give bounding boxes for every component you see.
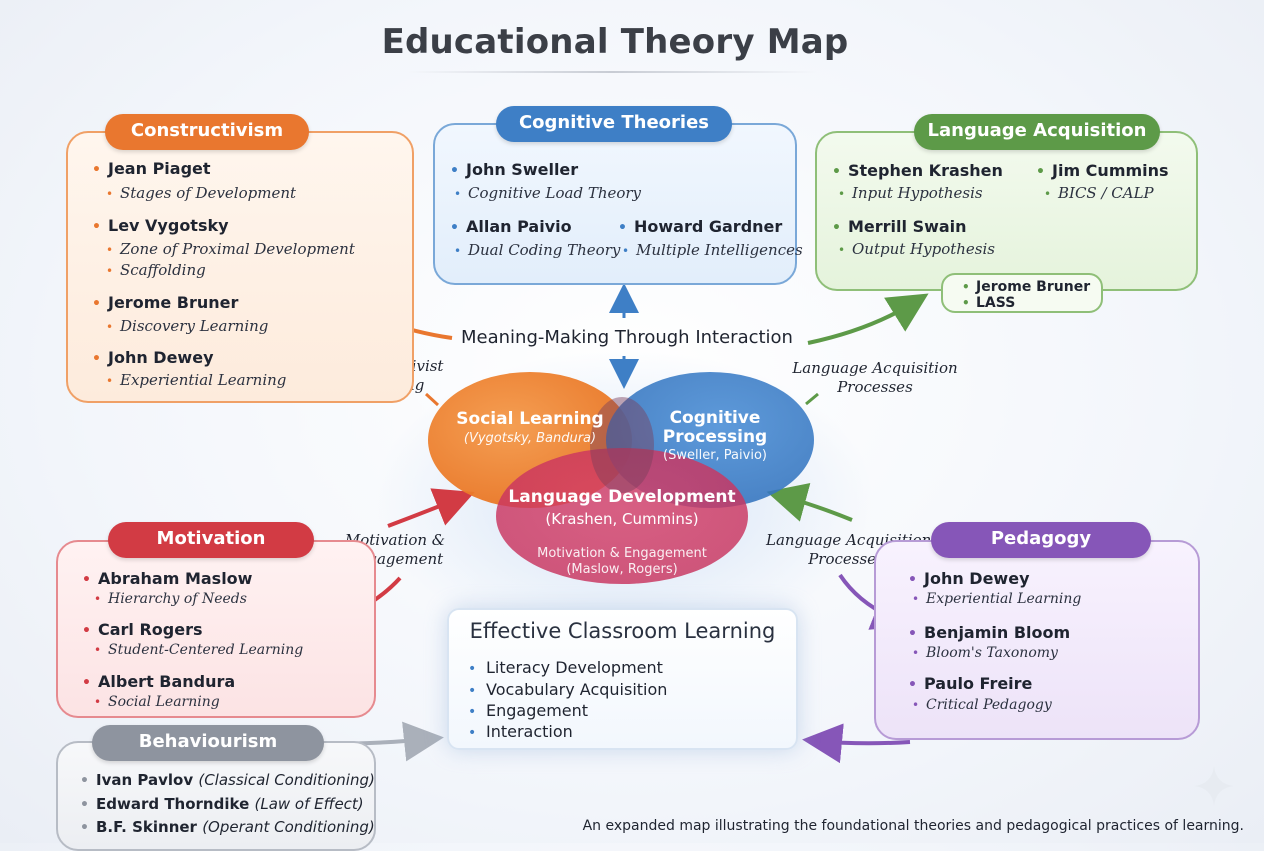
- venn-center-overlap: [590, 397, 654, 493]
- theory-item: •Hierarchy of Needs: [94, 591, 247, 607]
- constructivism-heading: Constructivism: [105, 114, 309, 150]
- theory-item: •BICS / CALP: [1044, 184, 1154, 202]
- outcome-item: •Interaction: [468, 722, 573, 741]
- theorist-name: •Jerome Bruner: [92, 293, 239, 312]
- theorist-name: •Merrill Swain: [832, 217, 967, 236]
- theory-item: •Student-Centered Learning: [94, 642, 304, 658]
- sparkle-icon: [1194, 766, 1234, 806]
- caption: An expanded map illustrating the foundat…: [582, 818, 1244, 834]
- arrow-pedagogy-to-classroom: [802, 723, 911, 764]
- theory-item: •Social Learning: [94, 694, 220, 710]
- theorist-name: •Lev Vygotsky: [92, 216, 229, 235]
- theory-item: •Zone of Proximal Development: [106, 240, 355, 258]
- theory-item: •Cognitive Load Theory: [454, 184, 642, 202]
- theory-item: •Discovery Learning: [106, 317, 269, 335]
- language-heading: Language Acquisition: [914, 114, 1160, 150]
- outcome-item: •Engagement: [468, 701, 589, 720]
- theorist-name: •Howard Gardner: [618, 217, 783, 236]
- theorist-name: •Benjamin Bloom: [908, 623, 1071, 642]
- label-lang-top-2: Processes: [837, 378, 913, 396]
- theory-item: •Output Hypothesis: [838, 240, 995, 258]
- arrow-to-language: [807, 293, 929, 345]
- effective-classroom-panel: [447, 608, 798, 750]
- pedagogy-panel: [874, 540, 1200, 740]
- theorist-entry: •Ivan Pavlov (Classical Conditioning): [80, 771, 375, 789]
- motivation-panel: [56, 540, 376, 718]
- venn-cognitive-title-1: Cognitive: [669, 408, 761, 428]
- theorist-name: •Carl Rogers: [82, 620, 203, 639]
- outcome-item: •Vocabulary Acquisition: [468, 680, 668, 699]
- venn-language-title: Language Development: [508, 487, 736, 507]
- theorist-name: •John Dewey: [908, 569, 1030, 588]
- theorist-name: •Jean Piaget: [92, 159, 211, 178]
- cognitive-panel: [433, 123, 797, 285]
- venn-cognitive-title-2: Processing: [662, 427, 768, 447]
- theorist-entry: •B.F. Skinner (Operant Conditioning): [80, 818, 375, 836]
- language-panel: [815, 131, 1198, 291]
- venn-language-sub: (Krashen, Cummins): [545, 510, 699, 528]
- constructivism-panel: [66, 131, 414, 403]
- theorist-name: •John Dewey: [92, 348, 214, 367]
- theory-item: •Stages of Development: [106, 184, 297, 202]
- label-motivation-1: Motivation &: [344, 531, 446, 549]
- theorist-name: •Albert Bandura: [82, 672, 236, 691]
- theory-item: •LASS: [962, 295, 1016, 311]
- theorist-name: •Allan Paivio: [450, 217, 572, 236]
- venn-cognitive-sub: (Sweller, Paivio): [663, 448, 767, 463]
- theory-item: •Dual Coding Theory: [454, 241, 621, 259]
- arrow-language-to-venn: [766, 483, 853, 522]
- theory-item: •Experiential Learning: [912, 591, 1082, 607]
- language-sub-panel: [941, 273, 1103, 313]
- theory-item: •Critical Pedagogy: [912, 697, 1052, 713]
- venn-social-sub: (Vygotsky, Bandura): [463, 431, 597, 446]
- theorist-name: •Paulo Freire: [908, 674, 1033, 693]
- theorist-name: •John Sweller: [450, 160, 579, 179]
- pedagogy-heading: Pedagogy: [931, 522, 1151, 558]
- cognitive-heading: Cognitive Theories: [496, 106, 732, 142]
- effective-classroom-heading: Effective Classroom Learning: [469, 619, 776, 643]
- outcome-item: •Literacy Development: [468, 658, 663, 677]
- theorist-name: •Jerome Bruner: [962, 279, 1091, 295]
- page-title: Educational Theory Map: [381, 22, 849, 62]
- center-label: Meaning-Making Through Interaction: [461, 327, 793, 348]
- theory-item: •Experiential Learning: [106, 371, 287, 389]
- theorist-name: •Jim Cummins: [1036, 161, 1169, 180]
- theory-item: •Scaffolding: [106, 261, 206, 279]
- venn-motivation-title: Motivation & Engagement: [537, 546, 707, 561]
- theorist-name: •Abraham Maslow: [82, 569, 253, 588]
- title-divider: [408, 71, 816, 73]
- theorist-entry: •Edward Thorndike (Law of Effect): [80, 795, 364, 813]
- venn-motivation-sub: (Maslow, Rogers): [566, 562, 678, 577]
- label-lang-bottom-2: Processes: [808, 550, 884, 568]
- theory-item: •Bloom's Taxonomy: [912, 645, 1058, 661]
- theorist-name: •Stephen Krashen: [832, 161, 1003, 180]
- theory-item: •Input Hypothesis: [838, 184, 983, 202]
- stub-language-top: [805, 392, 819, 406]
- behaviourism-heading: Behaviourism: [92, 725, 324, 761]
- theory-item: •Multiple Intelligences: [622, 241, 803, 259]
- motivation-heading: Motivation: [108, 522, 314, 558]
- label-lang-top-1: Language Acquisition: [792, 359, 958, 377]
- arrow-motivation-to-venn: [387, 488, 475, 528]
- stub-constructivist: [424, 392, 440, 407]
- venn-social-title: Social Learning: [456, 409, 604, 429]
- venn-language-development: [496, 448, 748, 584]
